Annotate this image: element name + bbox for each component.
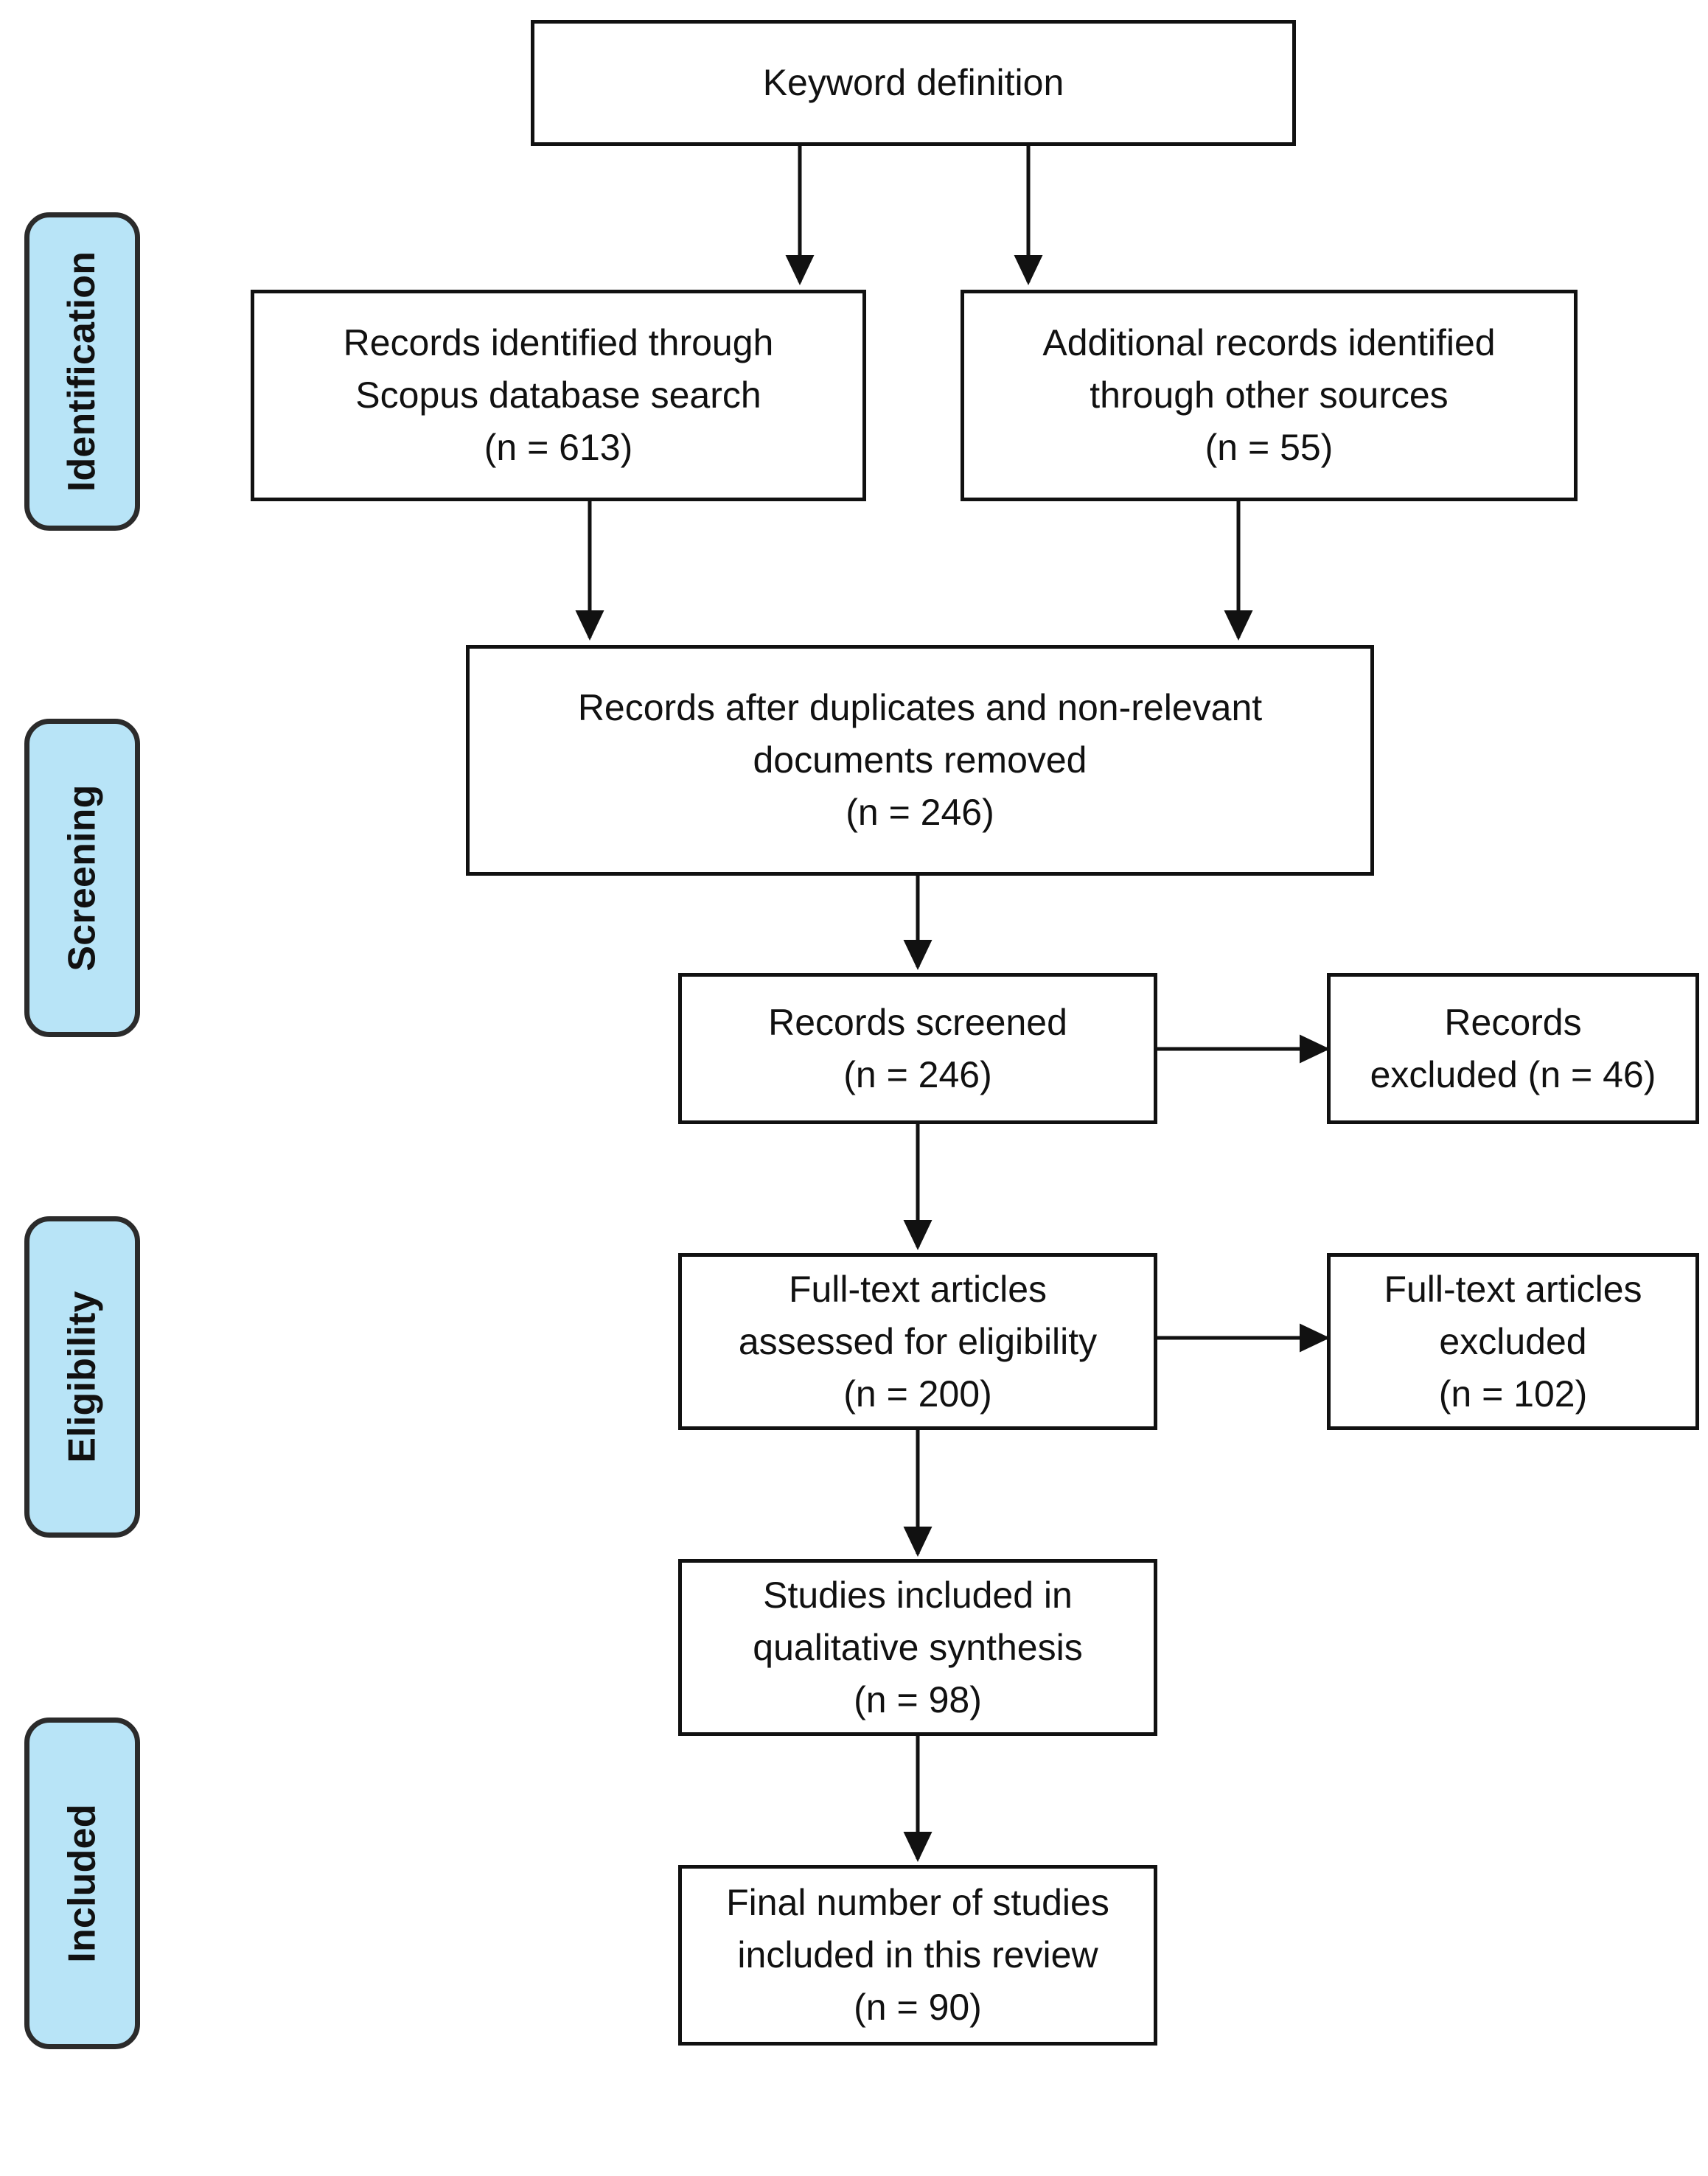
node-fulltext-excluded-text: Full-text articles excluded (n = 102) xyxy=(1384,1268,1642,1415)
phase-label-eligibility: Eligibility xyxy=(60,1291,104,1463)
phase-label-included: Included xyxy=(60,1804,104,1963)
node-records-after-duplicates: Records after duplicates and non-relevan… xyxy=(466,645,1374,876)
node-additional-records-other-sources-text: Additional records identified through ot… xyxy=(1042,322,1496,468)
node-records-excluded-text: Records excluded (n = 46) xyxy=(1370,1001,1656,1095)
node-keyword-definition: Keyword definition xyxy=(531,20,1296,146)
node-fulltext-assessed-text: Full-text articles assessed for eligibil… xyxy=(738,1268,1098,1415)
node-records-excluded: Records excluded (n = 46) xyxy=(1327,973,1699,1124)
node-final-number-of-studies: Final number of studies included in this… xyxy=(678,1865,1157,2046)
phase-label-screening: Screening xyxy=(60,784,104,972)
node-records-after-duplicates-text: Records after duplicates and non-relevan… xyxy=(577,687,1263,833)
phase-label-identification: Identification xyxy=(60,251,104,492)
node-records-identified-scopus-text: Records identified through Scopus databa… xyxy=(343,322,774,468)
phase-pill-screening: Screening xyxy=(24,719,140,1037)
phase-pill-included: Included xyxy=(24,1718,140,2049)
node-fulltext-assessed: Full-text articles assessed for eligibil… xyxy=(678,1253,1157,1430)
node-fulltext-excluded: Full-text articles excluded (n = 102) xyxy=(1327,1253,1699,1430)
node-qualitative-synthesis-text: Studies included in qualitative synthesi… xyxy=(753,1574,1083,1720)
phase-pill-eligibility: Eligibility xyxy=(24,1216,140,1538)
node-additional-records-other-sources: Additional records identified through ot… xyxy=(961,290,1578,501)
node-final-number-of-studies-text: Final number of studies included in this… xyxy=(726,1882,1109,2028)
node-records-screened: Records screened (n = 246) xyxy=(678,973,1157,1124)
phase-pill-identification: Identification xyxy=(24,212,140,531)
node-records-identified-scopus: Records identified through Scopus databa… xyxy=(251,290,866,501)
node-records-screened-text: Records screened (n = 246) xyxy=(768,1001,1067,1095)
node-keyword-definition-text: Keyword definition xyxy=(762,62,1064,103)
node-qualitative-synthesis: Studies included in qualitative synthesi… xyxy=(678,1559,1157,1736)
